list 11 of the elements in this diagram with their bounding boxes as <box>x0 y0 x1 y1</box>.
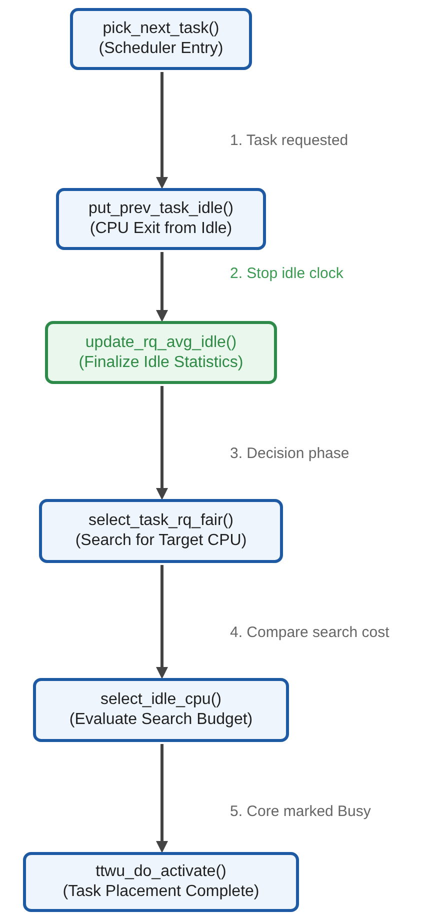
arrow <box>156 565 168 679</box>
process-box: select_idle_cpu() (Evaluate Search Budget) <box>33 678 289 742</box>
arrow <box>156 386 168 500</box>
process-box: put_prev_task_idle() (CPU Exit from Idle) <box>56 188 266 250</box>
arrow <box>156 744 168 853</box>
process-box: select_task_rq_fair() (Search for Target CPU) <box>39 499 283 563</box>
arrow <box>156 252 168 322</box>
arrow <box>156 72 168 189</box>
process-box: pick_next_task() (Scheduler Entry) <box>70 8 252 70</box>
process-box: ttwu_do_activate() (Task Placement Complete) <box>23 852 299 912</box>
process-box: update_rq_avg_idle() (Finalize Idle Statistics) <box>45 321 277 384</box>
